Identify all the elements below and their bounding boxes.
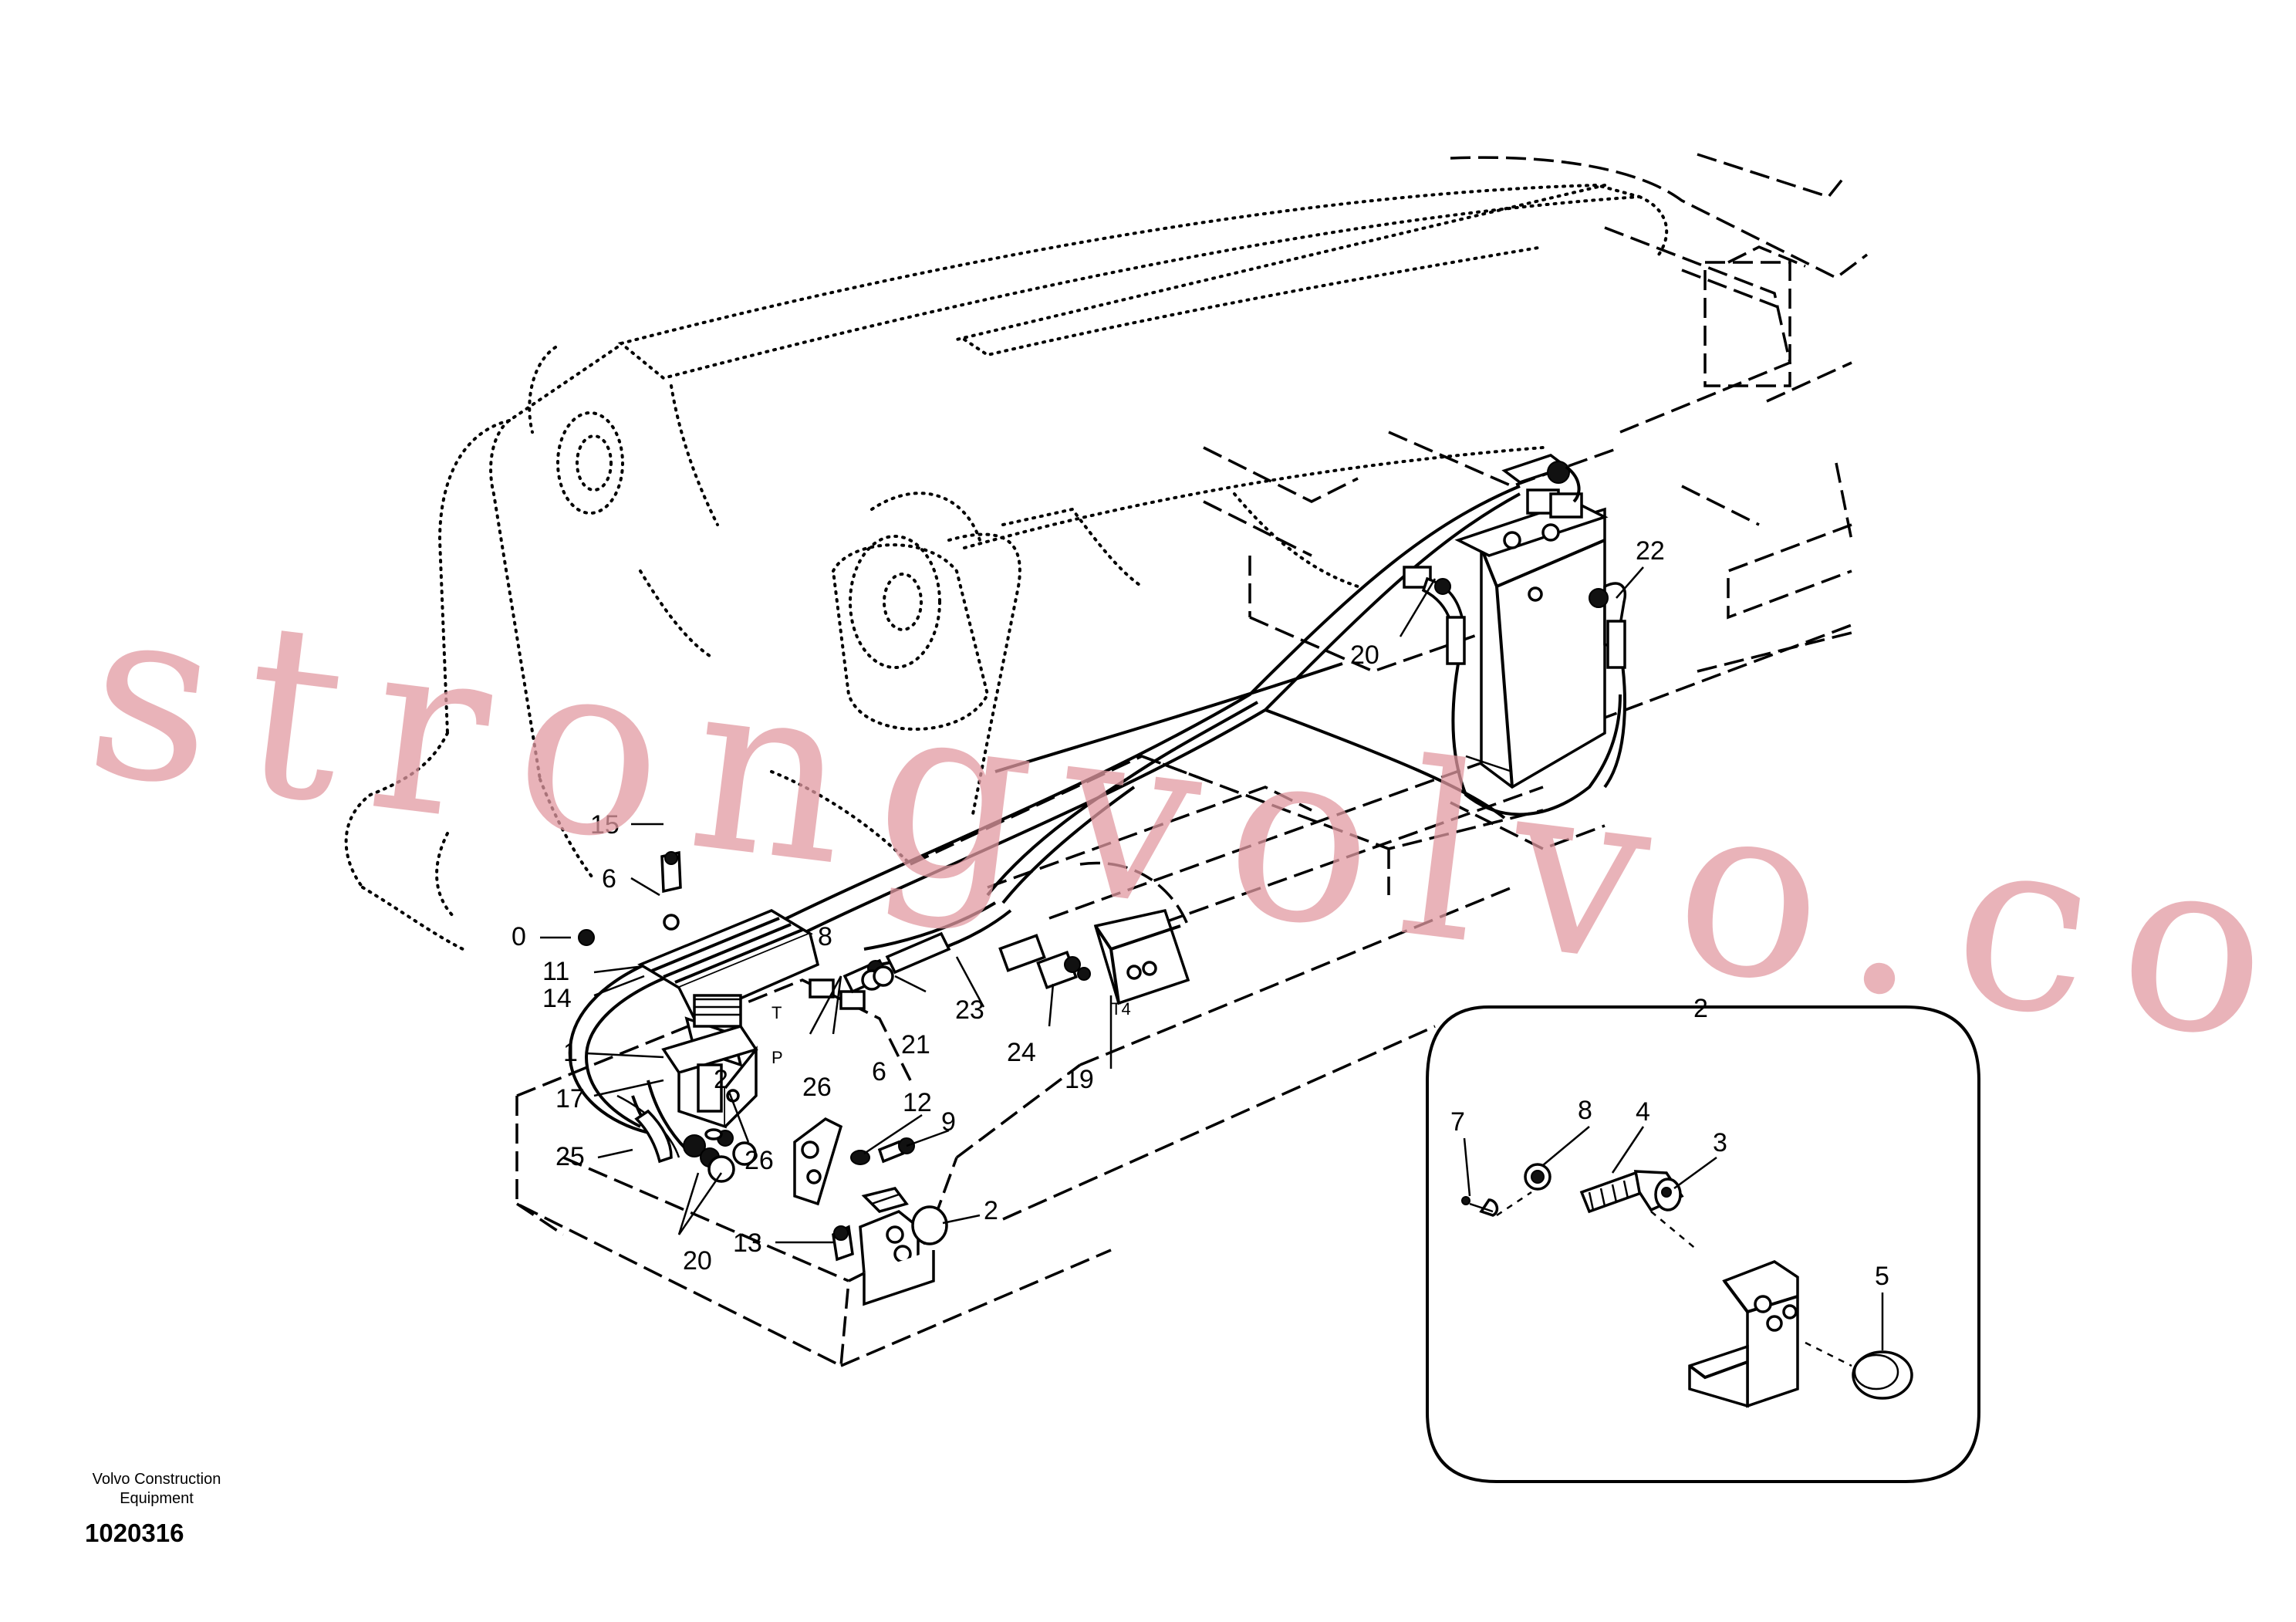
label-7: 7 [1450,1107,1465,1137]
center-fittings [809,908,1190,1010]
label-3: 3 [1713,1128,1727,1157]
company-name: Volvo Construction Equipment [92,1471,221,1507]
label-8-top: 8 [818,922,832,951]
label-T4: T4 [1111,999,1131,1019]
label-19: 19 [1065,1065,1094,1094]
label-20-lower: 20 [683,1246,712,1276]
label-24: 24 [1007,1038,1036,1067]
callout-labels: 15 6 0 11 14 1 17 25 20 26 2 8 T P 26 6 … [512,536,1889,1291]
label-5: 5 [1875,1262,1889,1291]
document-number: 1020316 [85,1519,184,1547]
label-11: 11 [542,957,569,986]
label-P: P [772,1048,783,1067]
watermark: strongvolvo.com [75,550,2296,1129]
label-26-left: 26 [745,1146,774,1175]
label-2-bracket: 2 [984,1196,998,1225]
label-13: 13 [733,1228,762,1258]
label-14: 14 [542,984,572,1013]
label-15: 15 [590,810,620,840]
detail-inset [1426,1005,1980,1483]
label-25: 25 [555,1142,585,1171]
label-12: 12 [903,1088,932,1117]
label-10: 0 [512,922,526,951]
label-T: T [772,1003,782,1022]
label-22: 22 [1636,536,1665,566]
leader-lines [540,566,1884,1350]
label-4: 4 [1636,1097,1650,1127]
label-23: 23 [955,995,984,1025]
frame-outline [910,153,1869,1221]
label-16: 6 [602,864,616,894]
valve-block [1403,454,1626,789]
label-20-upper: 20 [1350,640,1379,670]
label-8-inset: 8 [1578,1096,1592,1125]
pedal-assembly [578,850,820,1183]
label-21: 21 [901,1030,930,1059]
label-1: 1 [563,1038,578,1067]
label-17: 17 [555,1084,585,1113]
label-6b: 6 [872,1057,886,1086]
label-2-inset: 2 [1693,994,1708,1023]
label-9: 9 [941,1107,956,1137]
boom-outline [344,183,1669,951]
bracket-assembly [793,1117,948,1306]
label-2-small: 2 [714,1065,728,1094]
label-26-center: 26 [802,1073,832,1102]
